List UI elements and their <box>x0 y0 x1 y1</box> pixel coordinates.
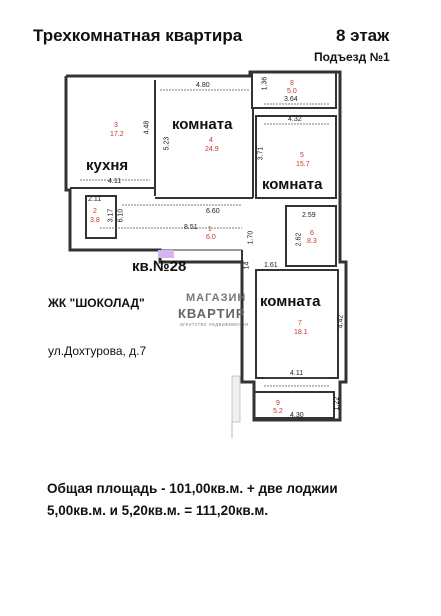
dimension-label: 1.70 <box>247 230 255 245</box>
dimension-label: 1.61 <box>264 262 278 269</box>
dimension-label: 4.32 <box>288 116 302 123</box>
floor-label: 8 этаж <box>336 26 390 45</box>
entrance-label: Подъезд №1 <box>314 50 390 64</box>
inner-walls <box>70 80 339 379</box>
dimension-label: 4.48 <box>143 120 151 135</box>
plan-title: Трехкомнатная квартира <box>33 26 243 45</box>
dimension-label: 2.62 <box>295 232 303 247</box>
dimension-label: 1.22 <box>333 396 341 411</box>
dimension-label: 3.71 <box>257 146 265 161</box>
room-label-room3: комната <box>260 293 321 310</box>
dimension-label: 4.11 <box>290 370 304 377</box>
dimension-label: 4.80 <box>196 82 210 89</box>
room-area-loggia1: 5.0 <box>287 88 297 95</box>
dimension-label: 2.11 <box>88 196 102 203</box>
address: ул.Дохтурова, д.7 <box>48 344 147 358</box>
dimension-label: 1.36 <box>261 76 269 91</box>
room-number-room2: 5 <box>300 152 304 159</box>
dimension-label: 2.59 <box>302 212 316 219</box>
room-number-loggia2: 9 <box>276 400 280 407</box>
dimension-label: 5.23 <box>163 136 171 151</box>
room-number-hall: 1 <box>208 226 212 233</box>
dimension-label: 4.42 <box>337 314 345 329</box>
room-number-wc: 6 <box>310 230 314 237</box>
dimension-label: 3.64 <box>284 96 298 103</box>
dimension-label: 6.10 <box>117 208 125 223</box>
room-area-kitchen: 17.2 <box>110 131 124 138</box>
room-number-bath: 2 <box>93 208 97 215</box>
room-area-room2: 15.7 <box>296 161 310 168</box>
room-area-room1: 24.9 <box>205 146 219 153</box>
room-area-hall: 6.0 <box>206 234 216 241</box>
apartment-number: кв.№28 <box>132 258 187 275</box>
logo-line2: КВАРТИР <box>178 306 246 321</box>
logo-line3: агентство недвижимости <box>180 322 249 328</box>
room-number-room3: 7 <box>298 320 302 327</box>
room-label-room2: комната <box>262 176 323 193</box>
room-number-room1: 4 <box>209 137 213 144</box>
complex-name: ЖК "ШОКОЛАД" <box>48 296 145 310</box>
dimension-label: 4.11 <box>108 178 122 185</box>
dimension-label: 3.17 <box>107 208 115 223</box>
room-number-loggia1: 8 <box>290 80 294 87</box>
room-area-loggia2: 5.2 <box>273 408 283 415</box>
dimension-label: 14 <box>243 261 251 270</box>
total-area-line2: 5,00кв.м. и 5,20кв.м. = 111,20кв.м. <box>47 503 269 518</box>
room-number-kitchen: 3 <box>114 122 118 129</box>
outer-walls <box>64 70 348 422</box>
room-area-room3: 18.1 <box>294 329 308 336</box>
dimension-label: 8.51 <box>184 224 198 231</box>
dimension-label: 4.30 <box>290 412 304 419</box>
total-area-line1: Общая площадь - 101,00кв.м. + две лоджии <box>47 481 338 496</box>
room-label-room1: комната <box>172 116 233 133</box>
dimension-label: 6.60 <box>206 208 220 215</box>
room-area-bath: 3.8 <box>90 217 100 224</box>
logo-line1: МАГАЗИН <box>186 292 247 304</box>
room-area-wc: 8.3 <box>307 238 317 245</box>
room-label-kitchen: кухня <box>86 157 129 174</box>
